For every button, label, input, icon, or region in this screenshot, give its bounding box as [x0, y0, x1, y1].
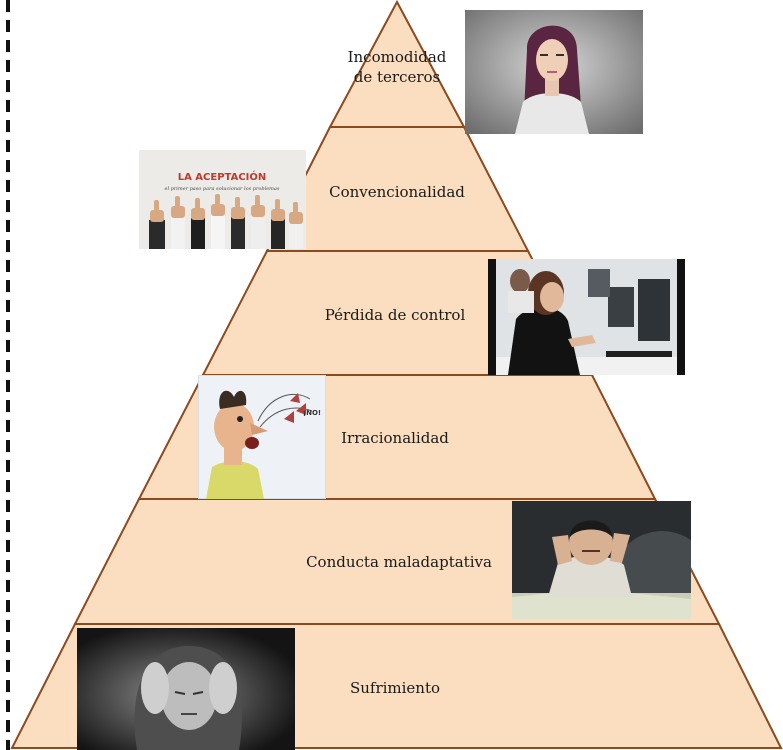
woman-purple-hair-photo	[465, 10, 643, 134]
cartoon-man-shouting-illustration: ¡NO!	[198, 375, 326, 499]
la-aceptacion-thumbs-up-photo: LA ACEPTACIÓN el primer paso para soluci…	[139, 150, 306, 249]
tier-label-sufrimiento: Sufrimiento	[349, 679, 441, 697]
office-angry-woman-photo	[488, 259, 685, 375]
aceptacion-subtitle: el primer paso para solucionar los probl…	[165, 186, 280, 192]
dashed-left-border	[6, 0, 10, 750]
tier-label-convencionalidad: Convencionalidad	[329, 183, 465, 201]
aceptacion-title: LA ACEPTACIÓN	[178, 170, 267, 183]
distressed-woman-bw-photo	[77, 628, 295, 750]
tier-label-perdida-control: Pérdida de control	[324, 306, 466, 324]
stressed-child-photo	[512, 501, 691, 619]
tier-label-line2: de terceros	[353, 68, 441, 86]
cartoon-bubble-text: ¡NO!	[303, 409, 321, 417]
tier-label-irracionalidad: Irracionalidad	[341, 429, 449, 447]
tier-label-conducta-maladaptativa: Conducta maladaptativa	[306, 553, 492, 571]
tier-label-line1: Incomodidad	[347, 48, 447, 66]
tier-label-incomodidad: Incomodidad de terceros	[330, 47, 464, 87]
